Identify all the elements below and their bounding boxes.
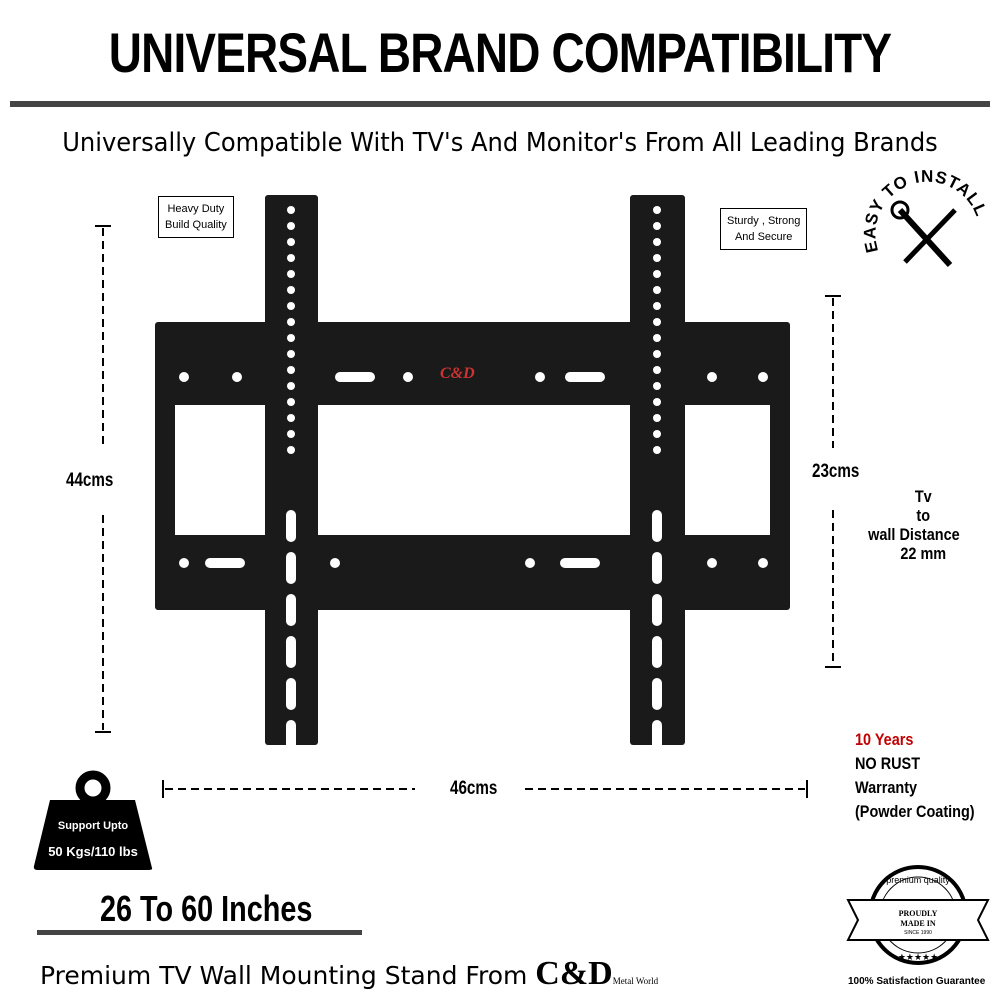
bracket-hole (653, 318, 661, 326)
bracket-logo: C&D (440, 365, 475, 382)
bracket-slot (286, 594, 296, 626)
callout-line: And Secure (734, 231, 793, 243)
divider (37, 930, 362, 935)
bracket-slot (652, 636, 662, 668)
warranty-years: 10 Years (855, 730, 914, 749)
bracket-slot (652, 510, 662, 542)
bracket-hole (287, 334, 295, 342)
bracket-hole (287, 270, 295, 278)
bracket-hole (287, 398, 295, 406)
weight-capacity: Support Upto 50 Kgs/110 lbs (34, 820, 152, 859)
bracket-slot (286, 720, 296, 752)
wall-distance-line: wall Distance (868, 525, 960, 544)
bracket-hole (287, 238, 295, 246)
svg-text:SINCE 1990: SINCE 1990 (904, 930, 932, 936)
quality-badge: PROUDLY MADE IN SINCE 1990 premium quali… (846, 865, 990, 965)
bracket-hole (287, 206, 295, 214)
bracket-hole (653, 222, 661, 230)
bracket-slot (652, 720, 662, 752)
bracket-hole (287, 430, 295, 438)
badge-caption: 100% Satisfaction Guarantee (848, 976, 986, 987)
bracket-hole (287, 350, 295, 358)
svg-text:PROUDLY: PROUDLY (899, 909, 938, 918)
bracket-hole (287, 222, 295, 230)
bracket-hole (653, 334, 661, 342)
bracket-hole (287, 318, 295, 326)
wall-distance: Tv to wall Distance 22 mm (868, 487, 962, 563)
bracket-hole (287, 254, 295, 262)
size-range: 26 To 60 Inches (100, 888, 313, 929)
width-dimension: 46cms (450, 778, 498, 799)
bracket-slot (652, 594, 662, 626)
warranty-info: 10 Years NO RUST Warranty (Powder Coatin… (855, 728, 975, 824)
warranty-line: Warranty (855, 778, 918, 797)
weight-line: Support Upto (57, 820, 129, 832)
bracket-slot (652, 552, 662, 584)
footer-text: Premium TV Wall Mounting Stand From (40, 961, 528, 990)
bracket-slot (286, 678, 296, 710)
warranty-line: (Powder Coating) (855, 802, 975, 821)
bracket-hole (653, 238, 661, 246)
bracket-hole (287, 286, 295, 294)
inner-height-dimension: 23cms (812, 461, 860, 482)
wall-distance-line: Tv (914, 487, 932, 506)
height-dimension: 44cms (66, 470, 114, 491)
bracket-hole (653, 382, 661, 390)
easy-install-icon: EASY TO INSTALL (860, 167, 990, 268)
footer: Premium TV Wall Mounting Stand From C&DM… (40, 955, 658, 993)
wall-distance-line: 22 mm (900, 544, 947, 563)
bracket-hole (653, 350, 661, 358)
bracket-hole (653, 446, 661, 454)
bracket-hole (653, 286, 661, 294)
bracket-hole (653, 270, 661, 278)
subtitle: Universally Compatible With TV's And Mon… (62, 128, 938, 158)
bracket-hole (653, 254, 661, 262)
svg-text:★★★★★: ★★★★★ (898, 952, 938, 962)
callout-line: Sturdy , Strong (727, 215, 801, 227)
bracket-hole (653, 414, 661, 422)
wall-distance-line: to (916, 506, 931, 525)
bracket-hole (287, 446, 295, 454)
bracket-hole (287, 366, 295, 374)
bracket-hole (653, 206, 661, 214)
bracket-slot (286, 636, 296, 668)
svg-text:MADE IN: MADE IN (900, 919, 936, 928)
bracket-slot (286, 510, 296, 542)
page-title: UNIVERSAL BRAND COMPATIBILITY (108, 21, 892, 84)
bracket-hole (653, 366, 661, 374)
brand-logo: C&D (535, 955, 613, 992)
bracket-hole (287, 302, 295, 310)
warranty-line: NO RUST (855, 754, 921, 773)
bracket-hole (653, 302, 661, 310)
bracket-hole (653, 430, 661, 438)
svg-text:premium quality: premium quality (886, 875, 950, 885)
weight-line: 50 Kgs/110 lbs (48, 844, 138, 859)
bracket-hole (653, 398, 661, 406)
bracket-hole (287, 414, 295, 422)
bracket-slot (286, 552, 296, 584)
divider (10, 101, 990, 107)
weight-icon (33, 770, 153, 870)
brand-sub: Metal World (612, 976, 659, 986)
bracket-slot (652, 678, 662, 710)
callout-line: Heavy Duty (167, 203, 225, 215)
bracket-hole (287, 382, 295, 390)
callout-line: Build Quality (165, 219, 227, 231)
